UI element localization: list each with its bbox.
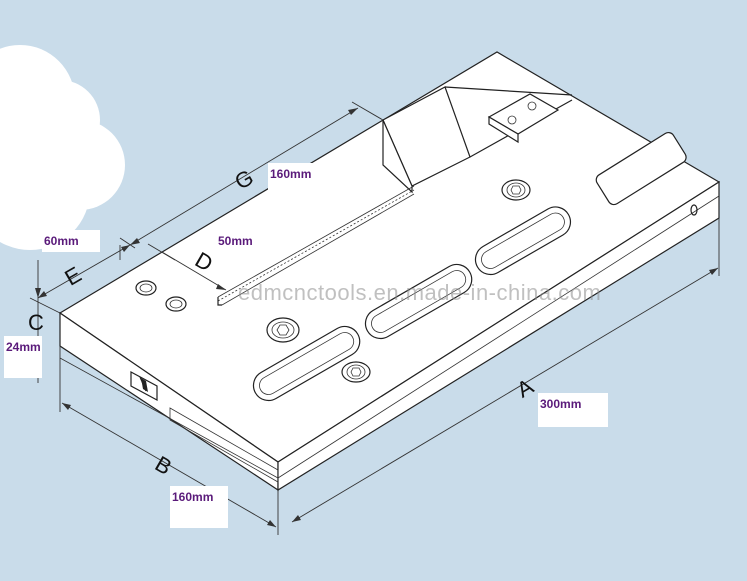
- dimension-e-letter: E: [60, 262, 85, 291]
- slot-2: [364, 263, 473, 340]
- dimension-e-line: [37, 244, 131, 299]
- watermark-text: edmcnctools.en.made-in-china.com: [238, 280, 602, 305]
- notch-block: [130, 370, 158, 402]
- dimension-g-line: [119, 101, 384, 249]
- dimension-e-value: 60mm: [42, 230, 100, 252]
- screw-back: [501, 179, 531, 201]
- screw-small-2: [165, 296, 187, 312]
- dimension-b-line: [59, 346, 279, 535]
- dimension-g-value: 160mm: [268, 163, 330, 199]
- dimension-d-value: 50mm: [216, 230, 264, 260]
- dimension-a-value: 300mm: [538, 393, 608, 427]
- dimension-d-line: [147, 243, 227, 291]
- dimension-c-value: 24mm: [4, 336, 42, 378]
- dimension-b-value: 160mm: [170, 486, 228, 528]
- clamp-block: [487, 93, 560, 144]
- step-line-right: [277, 195, 720, 479]
- screw-large: [266, 317, 300, 343]
- dimension-b-letter: B: [151, 451, 176, 480]
- dimension-a-line: [291, 218, 720, 523]
- dimension-g-letter: G: [230, 164, 257, 194]
- screw-front: [341, 361, 371, 383]
- serrated-ridge: [217, 185, 415, 306]
- step-line-left: [59, 357, 279, 479]
- background-cloud: [0, 45, 125, 250]
- rounded-pad: [595, 131, 687, 206]
- dimension-c-letter: C: [28, 310, 44, 335]
- fixed-jaw: [382, 86, 573, 194]
- screw-small-1: [135, 280, 157, 296]
- slot-3: [474, 206, 572, 276]
- side-hole: [690, 204, 698, 216]
- front-slot: [169, 407, 279, 483]
- slot-1: [252, 325, 361, 402]
